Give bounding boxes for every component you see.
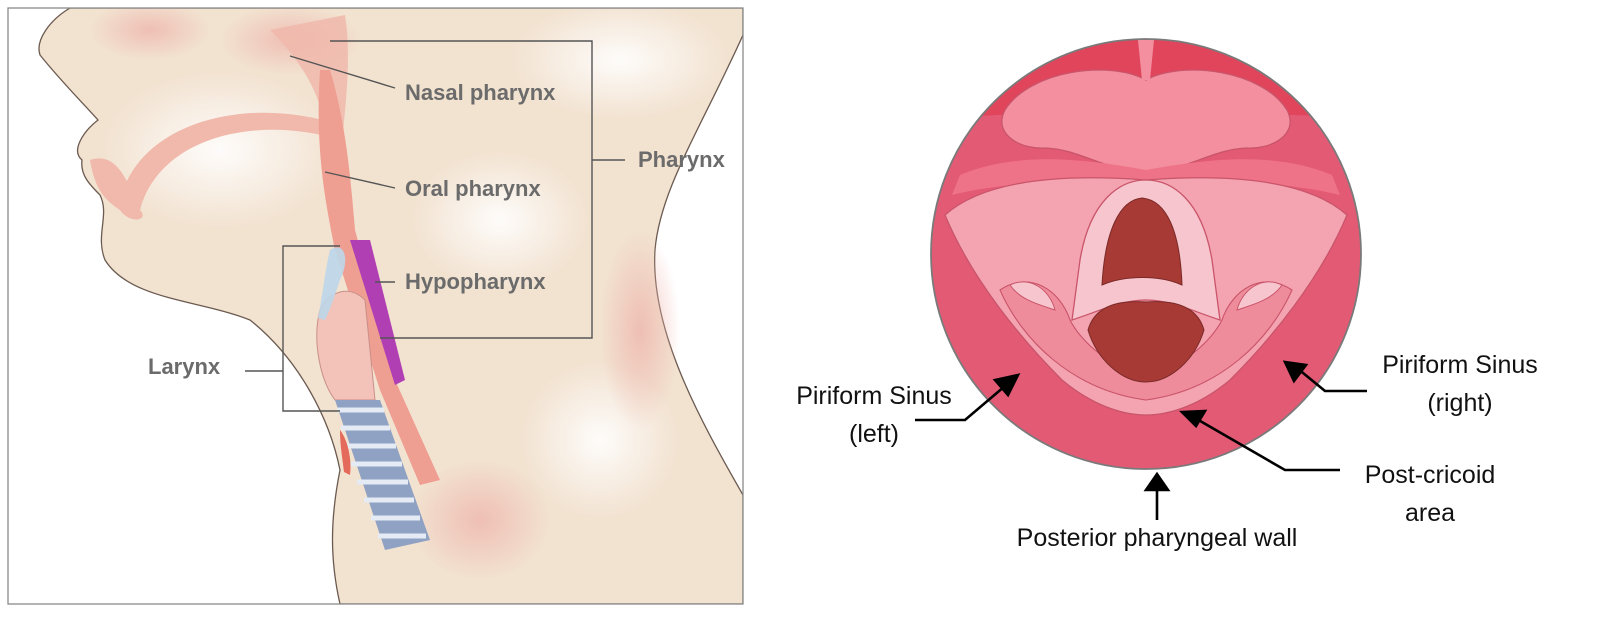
trachea-opening — [1087, 301, 1205, 383]
label-piriform-right-2: (right) — [1427, 389, 1492, 417]
label-larynx: Larynx — [148, 354, 221, 379]
tongue — [90, 158, 143, 220]
label-piriform-left-2: (left) — [849, 420, 899, 448]
larynx-bracket — [245, 245, 340, 412]
sagittal-illustration: Nasal pharynx Oral pharynx Hypopharynx P… — [7, 7, 744, 605]
glottis-airway — [1101, 197, 1183, 286]
label-piriform-right-1: Piriform Sinus — [1382, 351, 1538, 379]
palate — [120, 112, 340, 216]
label-piriform-left-1: Piriform Sinus — [796, 382, 952, 410]
pharynx-tube — [318, 70, 440, 485]
epiglottis — [1001, 69, 1291, 173]
pointer-arrows — [915, 360, 1367, 520]
hypopharynx-region — [350, 240, 405, 385]
frame — [7, 7, 744, 605]
sagittal-pharynx-diagram: Nasal pharynx Oral pharynx Hypopharynx P… — [0, 0, 760, 623]
label-hypopharynx: Hypopharynx — [405, 269, 546, 294]
label-post-cricoid-2: area — [1405, 499, 1455, 527]
label-post-cricoid-1: Post-cricoid — [1365, 461, 1496, 489]
leader-lines — [289, 55, 396, 283]
endoscopic-view-diagram: Piriform Sinus (left) Piriform Sinus (ri… — [760, 0, 1600, 623]
endoscopic-illustration: Piriform Sinus (left) Piriform Sinus (ri… — [796, 38, 1538, 552]
label-posterior-pharyngeal-wall: Posterior pharyngeal wall — [1017, 524, 1298, 552]
label-oral-pharynx: Oral pharynx — [405, 176, 541, 201]
trachea — [335, 400, 430, 550]
label-nasal-pharynx: Nasal pharynx — [405, 80, 556, 105]
label-pharynx: Pharynx — [638, 147, 726, 172]
pharynx-bracket — [330, 40, 625, 339]
